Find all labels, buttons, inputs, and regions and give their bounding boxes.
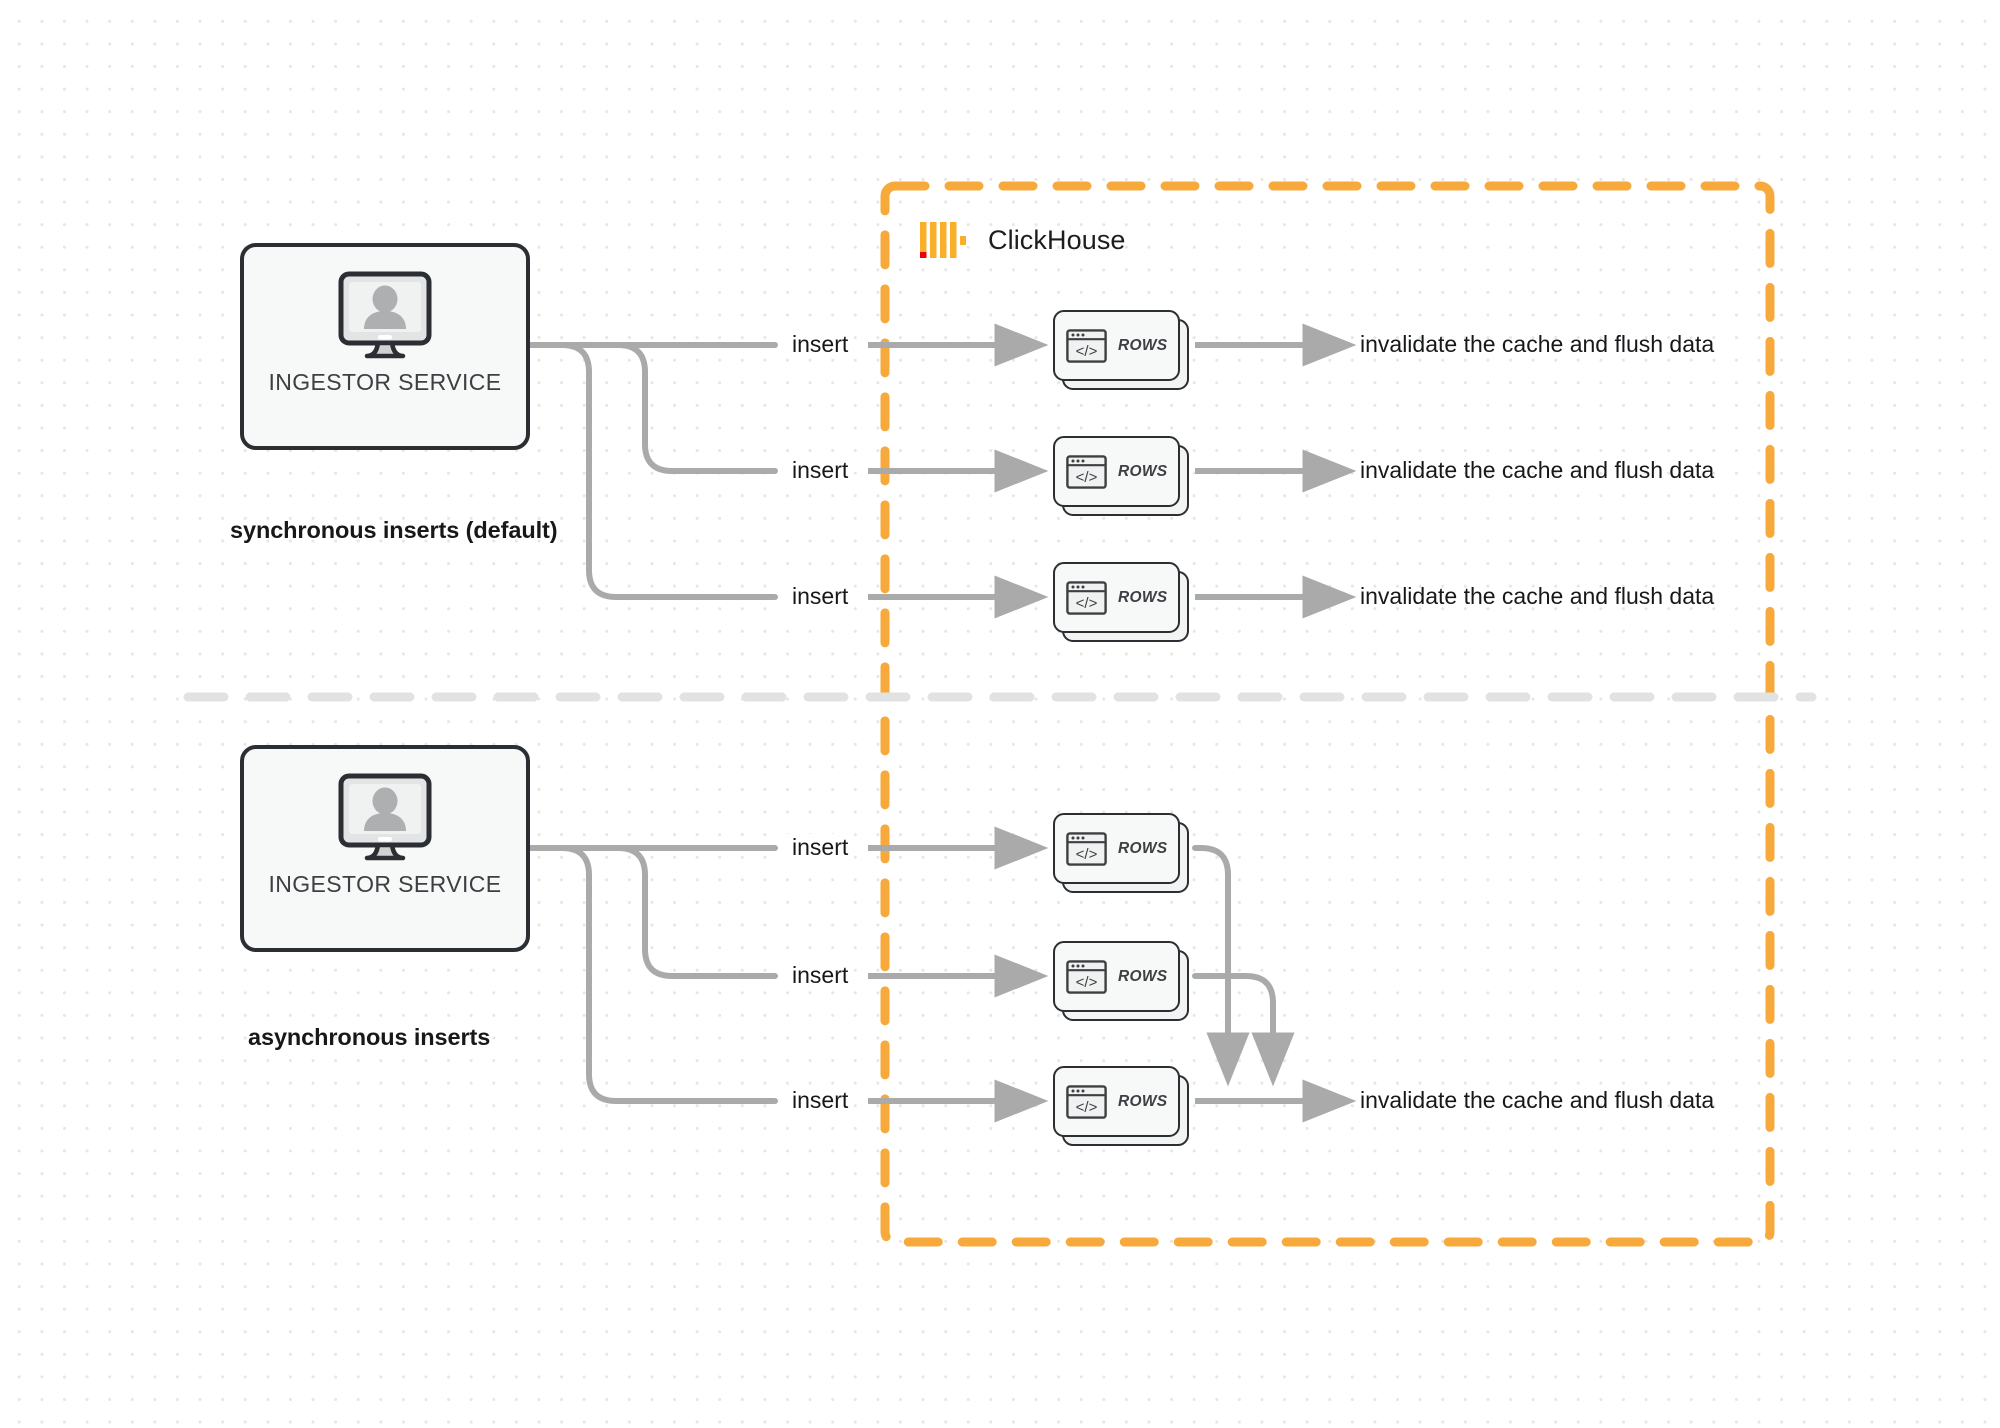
code-window-icon: </>	[1066, 959, 1107, 994]
code-window-icon: </>	[1066, 831, 1107, 866]
insert-label-sync-3: insert	[786, 583, 855, 610]
code-window-icon: </>	[1066, 1084, 1107, 1119]
svg-text:</>: </>	[1076, 1099, 1098, 1116]
rows-card-label: ROWS	[1118, 1092, 1168, 1110]
rows-card-async-3[interactable]: </> ROWS	[1053, 1066, 1189, 1146]
code-window-icon: </>	[1066, 580, 1107, 615]
result-label-sync-1: invalidate the cache and flush data	[1360, 331, 1715, 357]
rows-card-sync-3[interactable]: </> ROWS	[1053, 562, 1189, 642]
code-window-icon: </>	[1066, 454, 1107, 489]
result-label-sync-3: invalidate the cache and flush data	[1360, 583, 1715, 609]
monitor-user-icon	[338, 271, 432, 359]
rows-card-sync-2[interactable]: </> ROWS	[1053, 436, 1189, 516]
insert-label-sync-2: insert	[786, 457, 855, 484]
rows-card-face: </> ROWS	[1053, 813, 1180, 884]
merge-arrow-async-2	[1192, 973, 1295, 1087]
rows-card-face: </> ROWS	[1053, 941, 1180, 1012]
rows-card-label: ROWS	[1118, 839, 1168, 857]
clickhouse-brand: ClickHouse	[920, 222, 1126, 258]
clickhouse-brand-label: ClickHouse	[988, 224, 1126, 255]
rows-card-face: </> ROWS	[1053, 436, 1180, 507]
merge-arrow-async-1	[1192, 845, 1250, 1087]
result-label-sync-2: invalidate the cache and flush data	[1360, 457, 1715, 483]
insert-label-async-2: insert	[786, 962, 855, 989]
rows-card-async-2[interactable]: </> ROWS	[1053, 941, 1189, 1021]
svg-text:</>: </>	[1076, 846, 1098, 863]
rows-card-label: ROWS	[1118, 588, 1168, 606]
section-caption-async: asynchronous inserts	[248, 1024, 491, 1050]
insert-label-sync-1: insert	[786, 331, 855, 358]
rows-card-label: ROWS	[1118, 336, 1168, 354]
svg-text:</>: </>	[1076, 343, 1098, 360]
rows-card-label: ROWS	[1118, 462, 1168, 480]
fanout-async-row3	[527, 845, 778, 1104]
ingestor-service-label-async: INGESTOR SERVICE	[268, 871, 502, 897]
fanout-sync-row3	[527, 342, 778, 600]
insert-label-async-1: insert	[786, 834, 855, 861]
section-caption-sync: synchronous inserts (default)	[230, 517, 558, 543]
ingestor-service-node-sync[interactable]: INGESTOR SERVICE	[240, 243, 530, 450]
merged-result-label-async: invalidate the cache and flush data	[1360, 1087, 1715, 1113]
monitor-user-icon	[338, 773, 432, 861]
rows-card-face: </> ROWS	[1053, 310, 1180, 381]
fanout-sync-row2	[527, 342, 778, 474]
ingestor-service-label-sync: INGESTOR SERVICE	[268, 369, 502, 395]
svg-text:</>: </>	[1076, 469, 1098, 486]
rows-card-async-1[interactable]: </> ROWS	[1053, 813, 1189, 893]
ingestor-service-node-async[interactable]: INGESTOR SERVICE	[240, 745, 530, 952]
rows-card-face: </> ROWS	[1053, 1066, 1180, 1137]
clickhouse-boundary-box	[880, 181, 1775, 1247]
rows-card-sync-1[interactable]: </> ROWS	[1053, 310, 1189, 390]
clickhouse-logo-icon	[920, 222, 966, 258]
svg-text:</>: </>	[1076, 595, 1098, 612]
code-window-icon: </>	[1066, 328, 1107, 363]
fanout-async-row2	[527, 845, 778, 979]
insert-label-async-3: insert	[786, 1087, 855, 1114]
svg-text:</>: </>	[1076, 974, 1098, 991]
rows-card-label: ROWS	[1118, 967, 1168, 985]
rows-card-face: </> ROWS	[1053, 562, 1180, 633]
